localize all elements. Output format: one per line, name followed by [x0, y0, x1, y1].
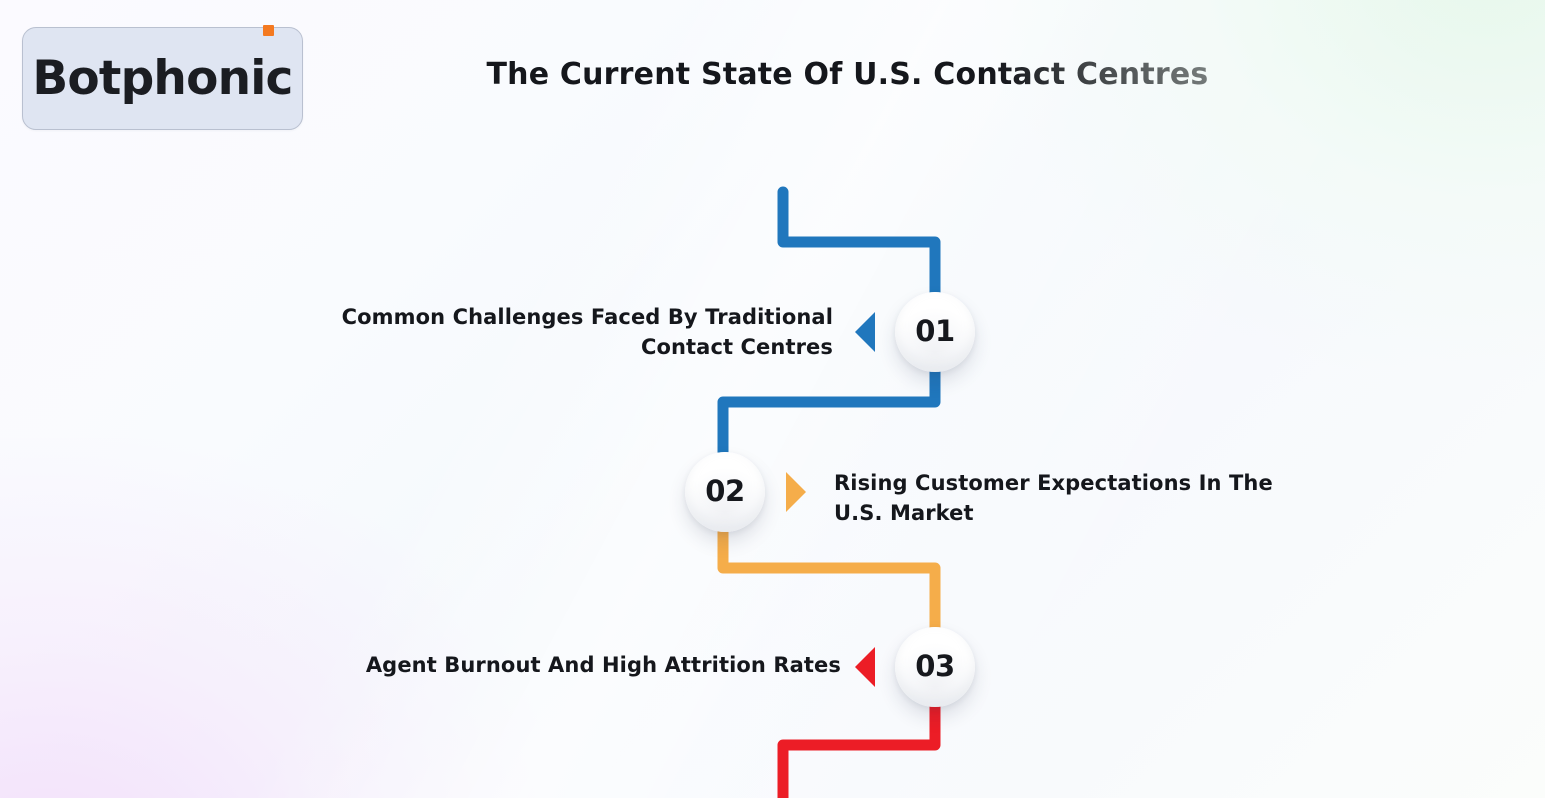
timeline-node-01[interactable]: 01	[895, 292, 975, 372]
timeline-node-02-number: 02	[705, 474, 745, 508]
connector-orange	[717, 522, 941, 642]
step-03-arrow-left-icon	[855, 647, 875, 687]
timeline-node-03-number: 03	[915, 649, 955, 683]
logo-accent-dot-icon	[263, 25, 274, 36]
timeline-node-02[interactable]: 02	[685, 452, 765, 532]
step-01-arrow-left-icon	[855, 312, 875, 352]
brand-logo: Botphonic	[22, 25, 303, 130]
connector-blue-upper	[777, 186, 941, 306]
step-02-label: Rising Customer Expectations In The U.S.…	[834, 471, 1273, 525]
connector-red	[777, 697, 941, 798]
brand-logo-text: Botphonic	[32, 51, 293, 106]
page-title: The Current State Of U.S. Contact Centre…	[486, 57, 1209, 92]
step-03-label: Agent Burnout And High Attrition Rates	[365, 653, 841, 677]
timeline-node-03[interactable]: 03	[895, 627, 975, 707]
connector-blue-lower	[717, 362, 941, 468]
step-01-label: Common Challenges Faced By Traditional C…	[341, 305, 833, 359]
timeline-node-01-number: 01	[915, 314, 955, 348]
step-02-arrow-right-icon	[786, 472, 806, 512]
